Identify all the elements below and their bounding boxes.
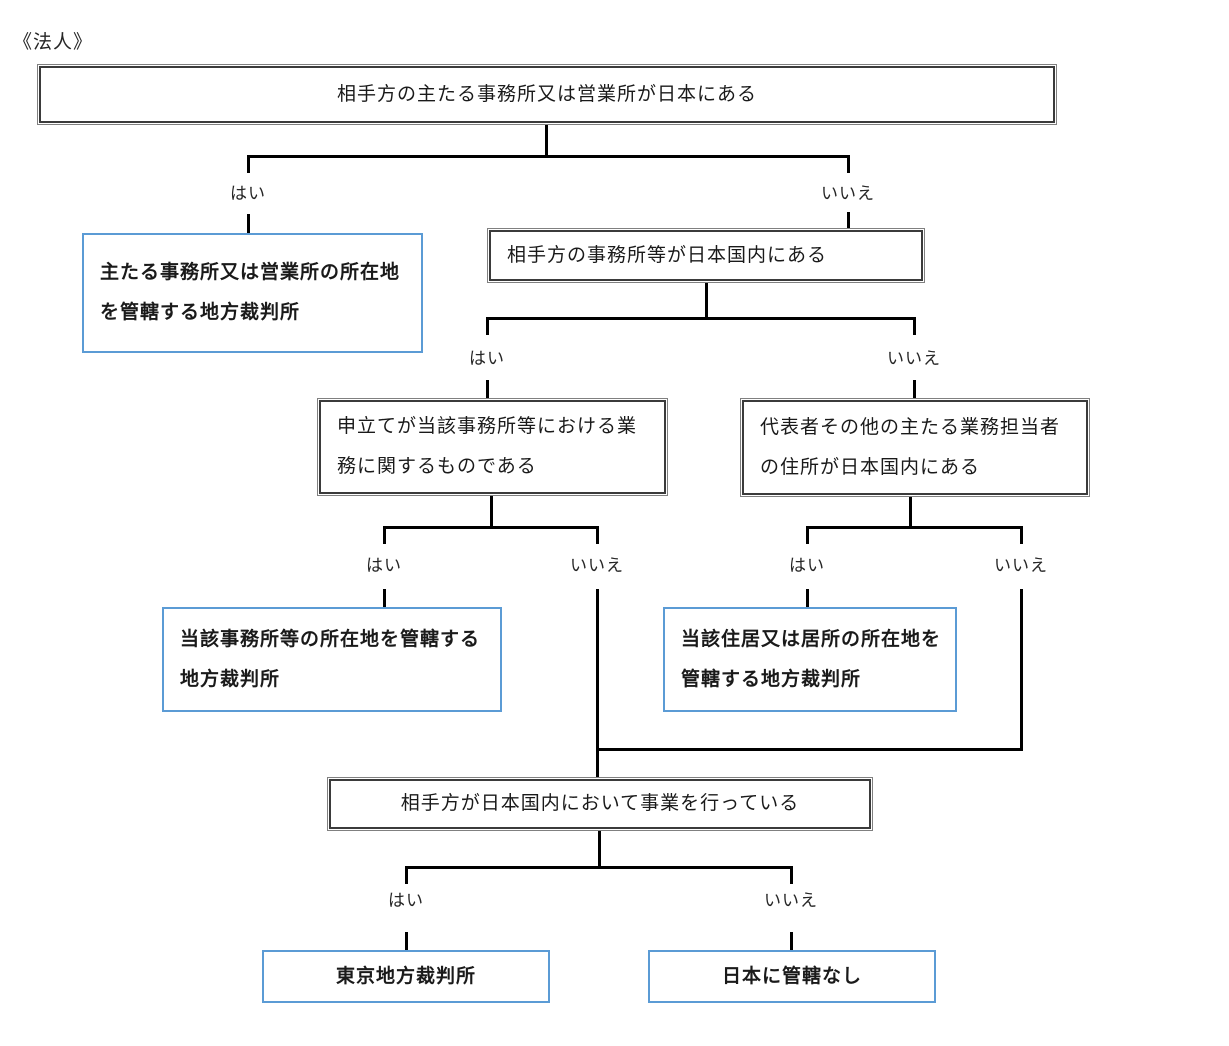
connector-line <box>596 748 1023 751</box>
connector-line <box>806 526 1023 529</box>
decision-text-line1: 代表者その他の主たる業務担当者 <box>760 416 1061 438</box>
connector-line <box>847 155 850 173</box>
decision-text: 相手方が日本国内において事業を行っている <box>400 793 800 814</box>
connector-line <box>847 212 850 228</box>
branch-label-no: いいえ <box>570 556 624 575</box>
result-text: 日本に管轄なし <box>721 965 862 987</box>
result-text-line2: 管轄する地方裁判所 <box>681 668 862 690</box>
connector-line <box>790 932 793 950</box>
connector-line <box>490 496 493 528</box>
result-box-head-office-district-court: 主たる事務所又は営業所の所在地 を管轄する地方裁判所 <box>82 233 423 353</box>
connector-line <box>247 155 250 173</box>
decision-box-business-in-japan: 相手方が日本国内において事業を行っている <box>327 777 873 831</box>
connector-line <box>383 526 599 529</box>
connector-line <box>383 589 386 607</box>
branch-label-no: いいえ <box>821 184 875 203</box>
connector-line <box>909 497 912 528</box>
connector-line <box>1020 526 1023 544</box>
result-text-line1: 当該住居又は居所の所在地を <box>681 628 942 650</box>
result-text-line2: 地方裁判所 <box>180 668 281 690</box>
connector-line <box>596 589 599 777</box>
result-box-no-jurisdiction-in-japan: 日本に管轄なし <box>648 950 936 1003</box>
branch-label-no: いいえ <box>994 556 1048 575</box>
connector-line <box>383 526 386 544</box>
result-box-office-location-district-court: 当該事務所等の所在地を管轄する 地方裁判所 <box>162 607 502 712</box>
branch-label-no: いいえ <box>764 891 818 910</box>
connector-line <box>1020 589 1023 751</box>
decision-box-representative-address-in-japan: 代表者その他の主たる業務担当者 の住所が日本国内にある <box>740 398 1090 497</box>
connector-line <box>247 214 250 233</box>
decision-text-line2: の住所が日本国内にある <box>760 456 981 478</box>
decision-text-line2: 務に関するものである <box>337 456 537 477</box>
decision-box-petition-relates-to-office-business: 申立てが当該事務所等における業 務に関するものである <box>317 398 668 496</box>
result-box-tokyo-district-court: 東京地方裁判所 <box>262 950 550 1003</box>
decision-text-line1: 申立てが当該事務所等における業 <box>337 416 638 437</box>
connector-line <box>806 589 809 607</box>
result-box-residence-district-court: 当該住居又は居所の所在地を 管轄する地方裁判所 <box>663 607 957 712</box>
connector-line <box>790 866 793 884</box>
result-text: 東京地方裁判所 <box>335 965 476 987</box>
connector-line <box>486 317 916 320</box>
connector-line <box>913 317 916 335</box>
branch-label-yes: はい <box>469 349 505 368</box>
decision-box-office-in-japan: 相手方の事務所等が日本国内にある <box>487 228 925 283</box>
decision-box-main-office-in-japan: 相手方の主たる事務所又は営業所が日本にある <box>37 64 1057 125</box>
connector-line <box>486 317 489 335</box>
connector-line <box>545 125 548 157</box>
connector-line <box>405 866 793 869</box>
branch-label-yes: はい <box>789 556 825 575</box>
connector-line <box>705 283 708 319</box>
decision-text: 相手方の事務所等が日本国内にある <box>507 244 828 266</box>
branch-label-yes: はい <box>366 556 402 575</box>
connector-line <box>405 932 408 950</box>
branch-label-yes: はい <box>388 891 424 910</box>
page-title: 《法人》 <box>13 32 94 53</box>
connector-line <box>247 155 850 158</box>
result-text-line2: を管轄する地方裁判所 <box>100 302 301 323</box>
connector-line <box>486 380 489 398</box>
branch-label-no: いいえ <box>887 349 941 368</box>
connector-line <box>806 526 809 544</box>
connector-line <box>596 526 599 544</box>
decision-text: 相手方の主たる事務所又は営業所が日本にある <box>336 83 757 105</box>
connector-line <box>598 831 601 868</box>
branch-label-yes: はい <box>230 184 266 203</box>
connector-line <box>913 380 916 398</box>
result-text-line1: 主たる事務所又は営業所の所在地 <box>100 262 401 283</box>
result-text-line1: 当該事務所等の所在地を管轄する <box>180 628 481 650</box>
connector-line <box>405 866 408 884</box>
